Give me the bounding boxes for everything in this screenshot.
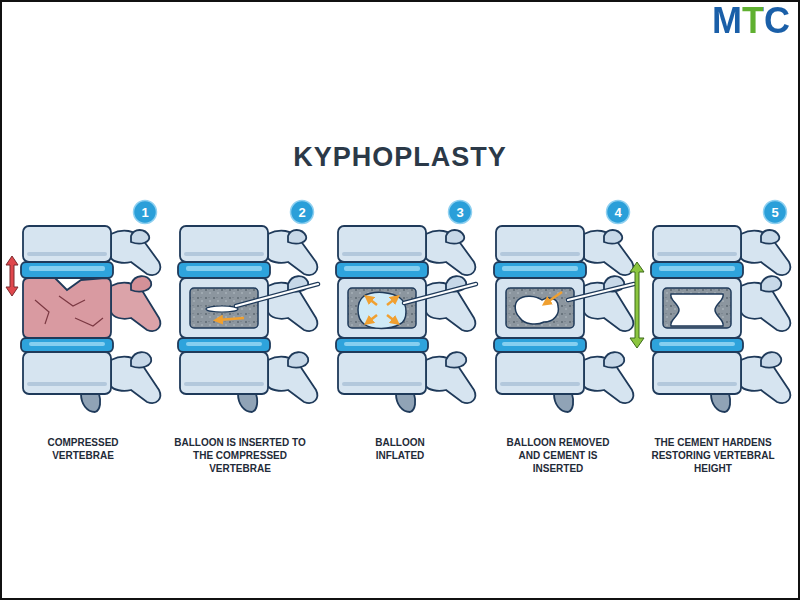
step-number-circle: 4 xyxy=(605,199,631,225)
cement-hardened-figure xyxy=(630,226,790,412)
compressed-vertebra-figure xyxy=(6,226,160,412)
balloon-inflated-figure xyxy=(336,226,476,412)
step-number-circle: 2 xyxy=(289,199,315,225)
step-number-circle: 5 xyxy=(762,199,788,225)
step-caption: BALLOON REMOVED AND CEMENT IS INSERTED xyxy=(496,436,620,475)
cement-insert-figure-part xyxy=(546,292,562,303)
balloon-insert-figure xyxy=(178,226,318,412)
cement-hardened-figure-part xyxy=(651,226,790,412)
balloon-insert-figure-part xyxy=(236,284,318,306)
compressed-vertebra-figure-part xyxy=(23,278,111,338)
step-number-circle: 1 xyxy=(132,199,158,225)
compressed-vertebra-figure-part xyxy=(6,256,18,296)
step-number-circle: 3 xyxy=(447,199,473,225)
balloon-inflated-figure-part xyxy=(338,278,426,338)
callout-number: 2 xyxy=(298,206,305,219)
diagram-title: KYPHOPLASTY xyxy=(0,142,800,173)
cement-insert-figure-part xyxy=(568,284,634,300)
cement-hardened-figure-part xyxy=(630,262,644,348)
cement-insert-figure xyxy=(494,226,634,412)
cement-insert-figure-part xyxy=(568,284,634,300)
balloon-inflated-figure-part xyxy=(348,288,416,328)
callout-number: 3 xyxy=(456,206,463,219)
balloon-inflated-figure-part xyxy=(368,315,377,322)
balloon-insert-figure-part xyxy=(180,278,268,338)
balloon-inflated-figure-part xyxy=(368,298,377,305)
cement-hardened-figure-part xyxy=(653,278,741,338)
compressed-vertebra-figure-part xyxy=(131,276,151,291)
cement-insert-figure-part xyxy=(506,288,574,328)
balloon-inflated-figure-part xyxy=(336,226,475,412)
step-circle xyxy=(764,201,787,224)
compressed-vertebra-figure-part xyxy=(35,296,103,326)
balloon-insert-figure-part xyxy=(206,306,238,312)
step-circle xyxy=(134,201,157,224)
brand-logo: MTC xyxy=(712,3,790,39)
compressed-vertebra-figure-part xyxy=(21,226,160,412)
balloon-inflated-figure-part xyxy=(404,284,476,303)
step-caption: THE CEMENT HARDENS RESTORING VERTEBRAL H… xyxy=(650,436,776,475)
step-circle xyxy=(291,201,314,224)
cement-insert-figure-part xyxy=(494,226,633,412)
step-caption: COMPRESSED VERTEBRAE xyxy=(35,436,131,462)
callout-number: 4 xyxy=(614,206,621,219)
balloon-insert-figure-part xyxy=(190,288,258,328)
balloon-inflated-figure-part xyxy=(404,284,476,303)
balloon-insert-figure-part xyxy=(178,226,317,412)
cement-insert-figure-part xyxy=(496,278,584,338)
balloon-insert-figure-part xyxy=(218,318,244,320)
step-caption: BALLOON INFLATED xyxy=(358,436,442,462)
balloon-inflated-figure-part xyxy=(358,292,406,328)
balloon-inflated-figure-part xyxy=(387,298,396,305)
step-caption: BALLOON IS INSERTED TO THE COMPRESSED VE… xyxy=(172,436,308,475)
step-circle xyxy=(449,201,472,224)
balloon-inflated-figure-part xyxy=(387,315,396,322)
step-circle xyxy=(607,201,630,224)
balloon-insert-figure-part xyxy=(236,284,318,306)
cement-hardened-figure-part xyxy=(671,294,724,326)
cement-hardened-figure-part xyxy=(663,288,731,328)
callout-number: 5 xyxy=(771,206,778,219)
cement-hardened-figure-part xyxy=(761,276,781,291)
callout-number: 1 xyxy=(141,206,148,219)
